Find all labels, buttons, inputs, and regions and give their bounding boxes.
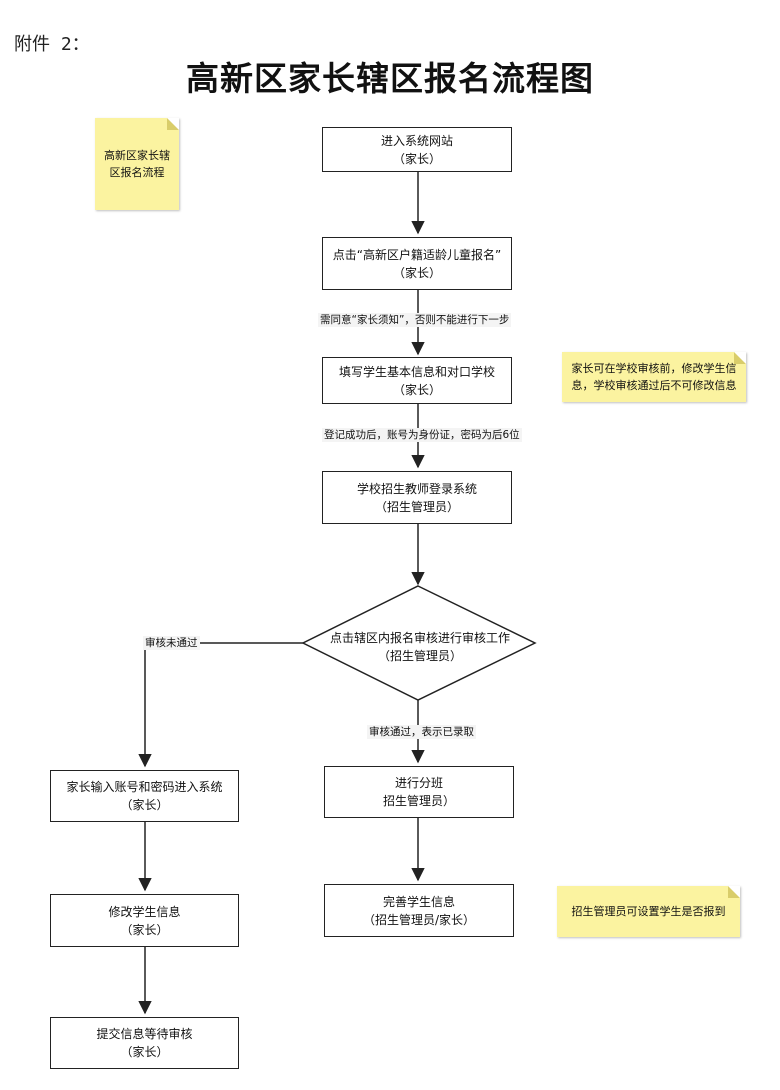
node-submit-wait-line2: （家长） [120, 1045, 169, 1059]
parent-edit-note-line1: 家长可在学校审核前，修改学生信 [571, 362, 737, 375]
node-click-apply: 点击“高新区户籍适龄儿童报名” （家长） [322, 237, 512, 290]
node-fill-info-line2: （家长） [392, 382, 441, 397]
parent-edit-note-line2: 息，学校审核通过后不可修改信息 [571, 379, 737, 392]
node-review: 点击辖区内报名审核进行审核工作 （招生管理员） [305, 610, 535, 684]
node-review-line2: （招生管理员） [377, 649, 462, 663]
node-fill-info-line1: 填写学生基本信息和对口学校 [338, 364, 495, 379]
admin-enroll-note-line1: 招生管理员可设置学生是否报到 [571, 905, 726, 918]
attachment-label: 附件 2： [14, 34, 90, 55]
node-teacher-login-line2: （招生管理员） [374, 499, 459, 514]
page-title: 高新区家长辖区报名流程图 [186, 59, 594, 98]
node-enter-site-line2: （家长） [392, 151, 441, 166]
edge-review-failed [138, 642, 303, 768]
node-parent-login: 家长输入账号和密码进入系统 （家长） [50, 770, 239, 822]
node-click-apply-line2: （家长） [392, 265, 441, 280]
node-assign-class: 进行分班 招生管理员） [324, 766, 514, 818]
parent-edit-note: 家长可在学校审核前，修改学生信 息，学校审核通过后不可修改信息 [562, 352, 746, 402]
node-assign-class-line2: 招生管理员） [382, 794, 455, 808]
node-enter-site: 进入系统网站 （家长） [322, 127, 512, 172]
node-edit-info-line2: （家长） [120, 922, 169, 937]
node-parent-login-line1: 家长输入账号和密码进入系统 [66, 780, 223, 794]
node-click-apply-line1: 点击“高新区户籍适龄儿童报名” [332, 247, 502, 262]
node-enter-site-line1: 进入系统网站 [380, 133, 453, 148]
legend-note-line1: 高新区家长辖 [104, 149, 170, 162]
edge-label-agree-notice: 需同意“家长须知”，否则不能进行下一步 [318, 313, 512, 327]
node-teacher-login: 学校招生教师登录系统 （招生管理员） [322, 471, 512, 524]
node-assign-class-line1: 进行分班 [394, 776, 443, 790]
edge-label-login-info: 登记成功后，账号为身份证，密码为后6位 [322, 428, 522, 442]
node-edit-info: 修改学生信息 （家长） [50, 894, 239, 947]
node-edit-info-line1: 修改学生信息 [108, 904, 181, 919]
node-complete-info: 完善学生信息 （招生管理员/家长） [324, 884, 514, 937]
node-complete-info-line1: 完善学生信息 [382, 894, 455, 909]
legend-note: 高新区家长辖 区报名流程 [95, 118, 179, 210]
node-review-line1: 点击辖区内报名审核进行审核工作 [329, 631, 510, 645]
edge-label-review-failed: 审核未通过 [143, 636, 200, 650]
legend-note-line2: 区报名流程 [109, 166, 165, 179]
node-submit-wait: 提交信息等待审核 （家长） [50, 1017, 239, 1069]
admin-enroll-note: 招生管理员可设置学生是否报到 [557, 886, 740, 937]
node-teacher-login-line1: 学校招生教师登录系统 [356, 481, 477, 496]
edge-label-review-passed: 审核通过，表示已录取 [367, 725, 476, 739]
node-fill-info: 填写学生基本信息和对口学校 （家长） [322, 357, 512, 404]
node-parent-login-line2: （家长） [120, 798, 169, 812]
node-complete-info-line2: （招生管理员/家长） [362, 912, 476, 927]
node-submit-wait-line1: 提交信息等待审核 [96, 1027, 193, 1041]
